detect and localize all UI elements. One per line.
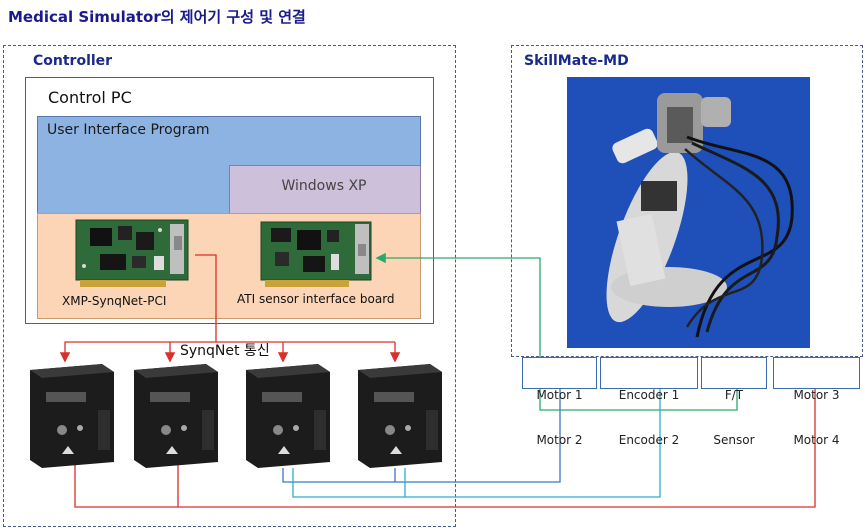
pci-card-icon <box>260 221 372 287</box>
servo-drive-2 <box>134 364 218 468</box>
terminal-ft-sensor: F/T Sensor <box>701 357 767 447</box>
servo-drive-icon <box>134 364 218 468</box>
pci-card-icon <box>75 219 189 287</box>
terminal-line1: F/T <box>724 388 744 402</box>
terminal-line2: Motor 4 <box>793 433 840 447</box>
motor34-wire <box>74 388 816 508</box>
ft-sensor-wire <box>375 252 738 411</box>
encoder-wire <box>292 388 661 498</box>
terminal-motor34: Motor 3 Motor 4 <box>773 357 860 447</box>
terminal-line2: Sensor <box>713 433 755 447</box>
controller-label: Controller <box>33 53 113 69</box>
terminal-line2: Encoder 2 <box>618 433 680 447</box>
ati-board-label: ATI sensor interface board <box>237 292 395 306</box>
servo-drive-4 <box>358 364 442 468</box>
servo-drive-icon <box>358 364 442 468</box>
servo-drive-icon <box>30 364 114 468</box>
windows-xp-label: Windows XP <box>281 178 367 194</box>
motor12-wire <box>282 388 561 483</box>
terminal-motor12: Motor 1 Motor 2 <box>522 357 597 447</box>
ati-sensor-board-card <box>260 221 372 287</box>
control-pc-label: Control PC <box>48 88 132 107</box>
ui-program-label: User Interface Program <box>47 122 210 138</box>
skillmate-group <box>511 45 863 357</box>
terminal-line1: Encoder 1 <box>618 388 680 402</box>
synqnet-label: SynqNet 통신 <box>180 343 270 359</box>
xmp-synqnet-pci-card <box>75 219 189 287</box>
controller-group <box>3 45 456 527</box>
terminal-line1: Motor 1 <box>536 388 583 402</box>
skillmate-label: SkillMate-MD <box>524 53 629 69</box>
terminal-encoder: Encoder 1 Encoder 2 <box>600 357 698 447</box>
diagram-title: Medical Simulator의 제어기 구성 및 연결 <box>8 8 306 26</box>
servo-drive-3 <box>246 364 330 468</box>
xmp-board-label: XMP-SynqNet-PCI <box>62 294 167 308</box>
terminal-line2: Motor 2 <box>536 433 583 447</box>
servo-drive-1 <box>30 364 114 468</box>
terminal-line1: Motor 3 <box>793 388 840 402</box>
haptic-robot-photo <box>567 77 810 348</box>
windows-xp-box <box>229 165 421 215</box>
servo-drive-icon <box>246 364 330 468</box>
